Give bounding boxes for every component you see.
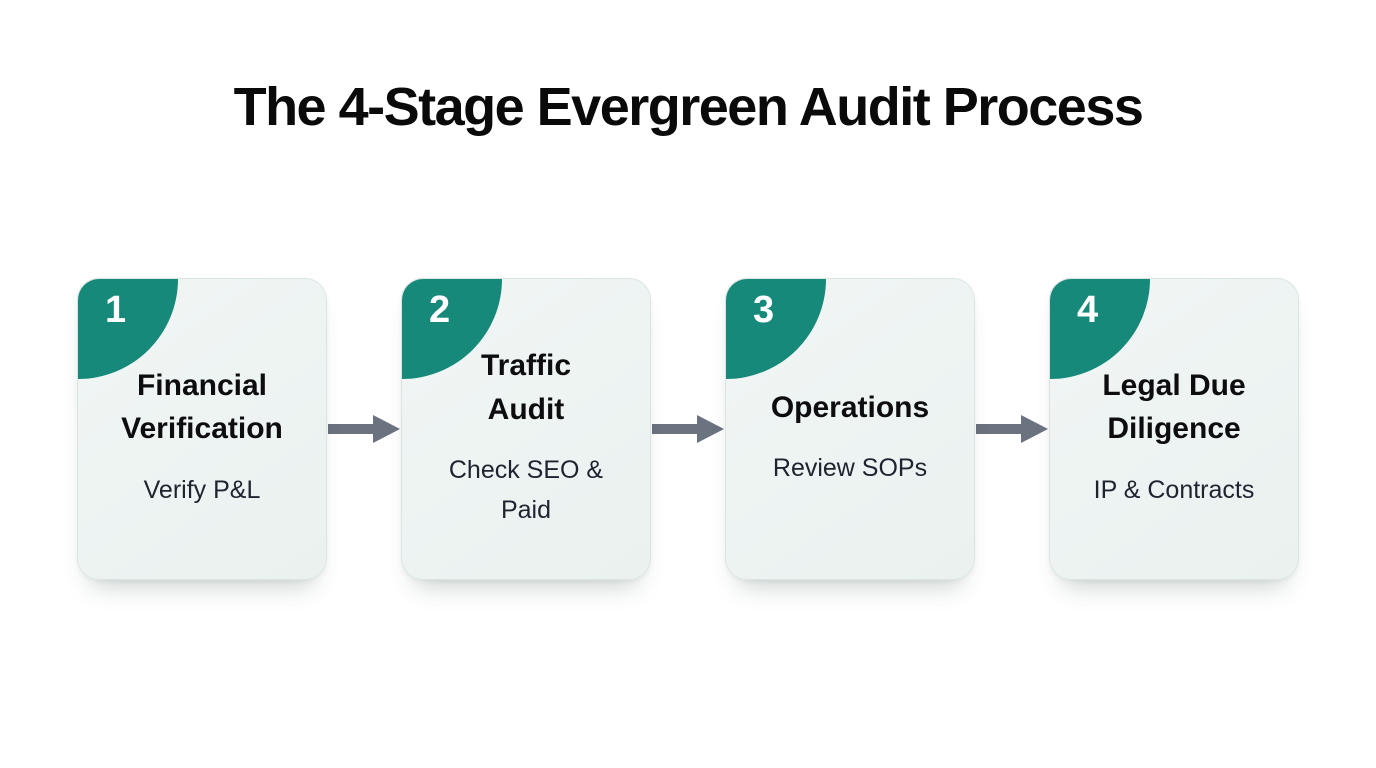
stage-card-1: 1 Financial Verification Verify P&L — [77, 278, 327, 580]
arrow-right-icon — [327, 407, 401, 451]
stage-number-badge — [726, 279, 826, 379]
stage-subtitle: IP & Contracts — [1093, 475, 1255, 504]
stage-number: 4 — [1077, 289, 1099, 331]
page-title: The 4-Stage Evergreen Audit Process — [233, 77, 1144, 137]
stage-title: Operations — [770, 390, 930, 424]
stage-card-content: Financial Verification Verify P&L — [121, 348, 283, 511]
stage-title: Legal Due Diligence — [1102, 368, 1246, 446]
arrow-right-icon — [975, 407, 1049, 451]
stage-number: 3 — [753, 289, 775, 331]
stage-subtitle: Review SOPs — [772, 454, 928, 482]
stage-number: 1 — [105, 289, 127, 331]
stage-card-content: Traffic Audit Check SEO & Paid — [449, 328, 603, 530]
stage-title: Financial Verification — [121, 368, 283, 446]
stage-card-4: 4 Legal Due Diligence IP & Contracts — [1049, 278, 1299, 580]
stage-subtitle: Verify P&L — [143, 475, 261, 504]
stage-title: Traffic Audit — [480, 349, 571, 426]
stage-card-2: 2 Traffic Audit Check SEO & Paid — [401, 278, 651, 580]
stage-number: 2 — [429, 289, 451, 331]
arrow-right-icon — [651, 407, 725, 451]
stage-card-3: 3 Operations Review SOPs — [725, 278, 975, 580]
stages-row: 1 Financial Verification Verify P&L 2 Tr… — [77, 278, 1299, 580]
stage-card-content: Operations Review SOPs — [771, 370, 929, 489]
stage-subtitle: Check SEO & Paid — [448, 456, 604, 524]
stage-card-content: Legal Due Diligence IP & Contracts — [1094, 348, 1255, 511]
